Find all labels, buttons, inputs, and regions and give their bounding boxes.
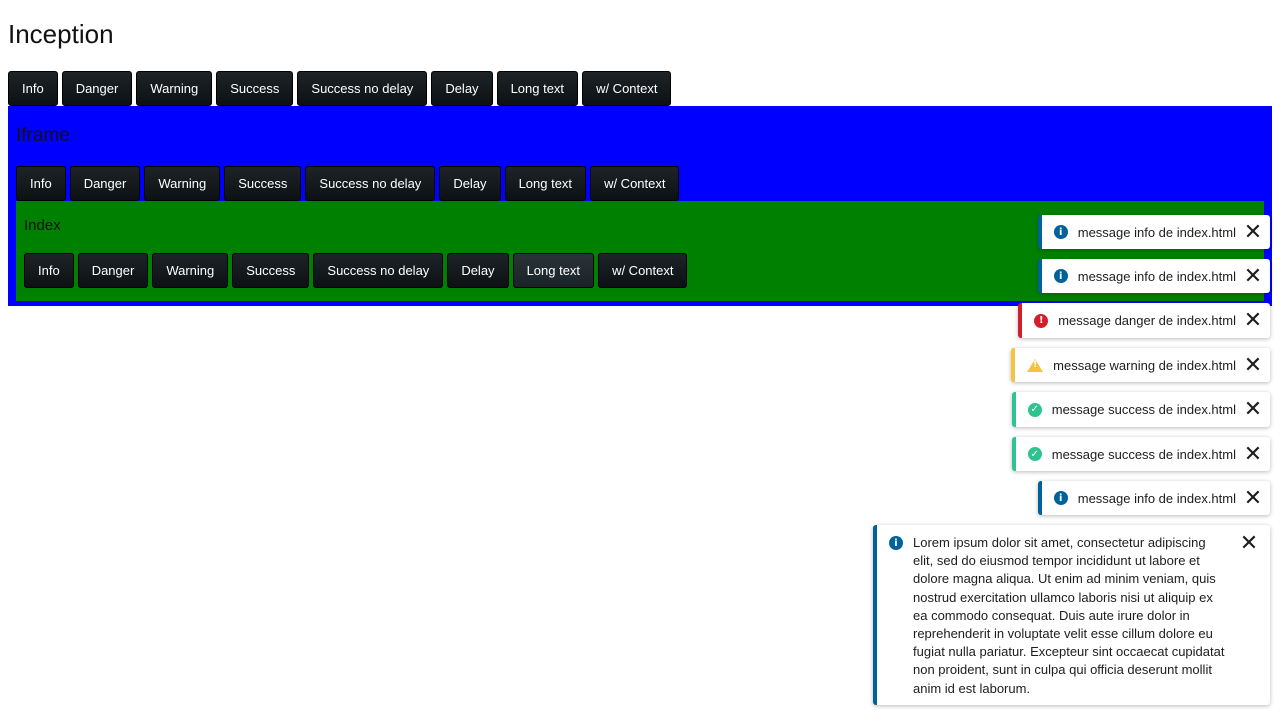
warning-icon (1027, 358, 1044, 372)
info-icon: i (889, 536, 903, 550)
toast-message: message danger de index.html (1058, 313, 1236, 328)
warning-button[interactable]: Warning (136, 71, 213, 106)
close-icon[interactable]: ✕ (1243, 219, 1263, 245)
toast-danger: ! message danger de index.html ✕ (1018, 303, 1270, 338)
info-button[interactable]: Info (8, 71, 58, 106)
danger-button[interactable]: Danger (61, 71, 133, 106)
toast-long-info: i Lorem ipsum dolor sit amet, consectetu… (873, 525, 1270, 705)
index-title: Index (24, 217, 61, 234)
info-icon: i (1053, 269, 1068, 283)
iframe-warning-button[interactable]: Warning (144, 166, 221, 201)
toast-message: message info de index.html (1077, 268, 1236, 284)
toast-message: message success de index.html (1051, 402, 1236, 417)
index-danger-button[interactable]: Danger (77, 253, 149, 288)
info-icon: i (1053, 225, 1068, 239)
iframe-info-button[interactable]: Info (16, 166, 66, 201)
close-icon[interactable]: ✕ (1243, 263, 1263, 289)
check-icon: ✓ (1027, 447, 1042, 461)
toast-success: ✓ message success de index.html ✕ (1011, 437, 1270, 471)
toast-message: Lorem ipsum dolor sit amet, consectetur … (913, 535, 1225, 696)
close-icon[interactable]: ✕ (1243, 397, 1263, 422)
toast-warning: message warning de index.html ✕ (1011, 348, 1270, 382)
index-success-no-delay-button[interactable]: Success no delay (313, 253, 444, 288)
iframe-danger-button[interactable]: Danger (69, 166, 141, 201)
index-button-row: Info Danger Warning Success Success no d… (24, 253, 688, 288)
toast-message: message success de index.html (1051, 446, 1236, 462)
index-long-text-button[interactable]: Long text (512, 253, 595, 288)
index-info-button[interactable]: Info (24, 253, 74, 288)
iframe-success-no-delay-button[interactable]: Success no delay (305, 166, 436, 201)
toast-message: message info de index.html (1077, 490, 1236, 506)
info-icon: i (1053, 491, 1068, 505)
iframe-button-row: Info Danger Warning Success Success no d… (16, 166, 680, 201)
iframe-long-text-button[interactable]: Long text (504, 166, 587, 201)
success-no-delay-button[interactable]: Success no delay (297, 71, 428, 106)
delay-button[interactable]: Delay (431, 71, 493, 106)
toast-info: i message info de index.html ✕ (1037, 481, 1270, 515)
toast-message: message warning de index.html (1053, 357, 1236, 373)
toast-info: i message info de index.html ✕ (1037, 259, 1270, 293)
close-icon[interactable]: ✕ (1243, 352, 1263, 378)
page-title: Inception (8, 19, 114, 49)
long-text-button[interactable]: Long text (496, 71, 579, 106)
iframe-delay-button[interactable]: Delay (439, 166, 501, 201)
index-warning-button[interactable]: Warning (152, 253, 229, 288)
with-context-button[interactable]: w/ Context (582, 71, 672, 106)
top-button-row: Info Danger Warning Success Success no d… (8, 71, 672, 106)
success-button[interactable]: Success (216, 71, 294, 106)
index-delay-button[interactable]: Delay (447, 253, 509, 288)
close-icon[interactable]: ✕ (1243, 441, 1263, 467)
iframe-title: Iframe (16, 125, 70, 146)
iframe-with-context-button[interactable]: w/ Context (590, 166, 680, 201)
iframe-success-button[interactable]: Success (224, 166, 302, 201)
error-icon: ! (1034, 313, 1049, 328)
close-icon[interactable]: ✕ (1239, 530, 1259, 556)
close-icon[interactable]: ✕ (1243, 485, 1263, 511)
check-icon: ✓ (1027, 402, 1042, 417)
toast-message: message info de index.html (1077, 224, 1236, 240)
index-with-context-button[interactable]: w/ Context (598, 253, 688, 288)
toast-info: i message info de index.html ✕ (1037, 215, 1270, 249)
close-icon[interactable]: ✕ (1243, 308, 1263, 333)
index-success-button[interactable]: Success (232, 253, 310, 288)
toast-success: ✓ message success de index.html ✕ (1011, 392, 1270, 427)
